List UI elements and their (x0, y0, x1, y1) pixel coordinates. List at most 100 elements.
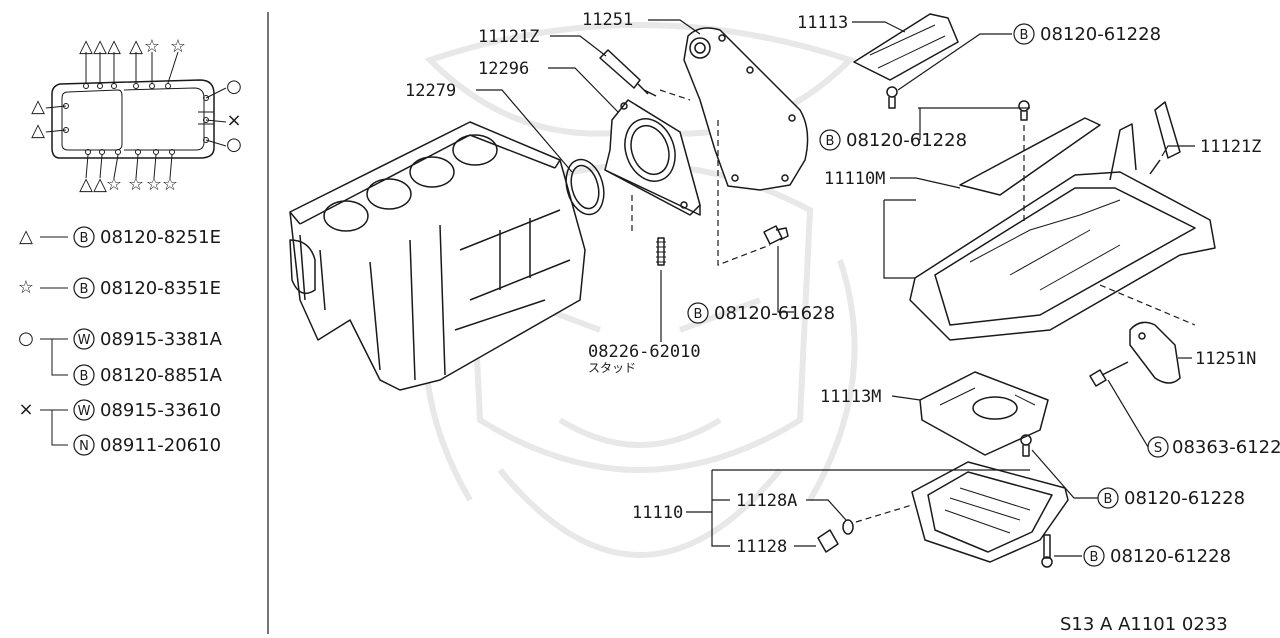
bolt-hole (133, 83, 139, 89)
prefix-letter: N (79, 439, 89, 454)
bolt-08120-61628-drawing (763, 225, 789, 245)
legend-cross-symbol: × (18, 399, 33, 420)
callout-s-6122g: S 08363-6122G (1147, 436, 1280, 458)
bolt-08120-61228-low1-drawing (1020, 434, 1032, 457)
seal-retainer-12296-drawing (604, 99, 701, 216)
callout-b-61228-mid: B 08120-61228 (819, 129, 967, 151)
bolt-hole (165, 83, 171, 89)
bolt-hole (149, 83, 155, 89)
label-12296: 12296 (478, 59, 529, 79)
callout-b-61628: B 08120-61628 (687, 302, 835, 324)
label-11128a: 11128A (736, 491, 797, 511)
prefix-circle (73, 399, 95, 421)
star-symbol: ☆ (106, 174, 122, 195)
label-stud-note: スタッド (588, 361, 636, 375)
legend-circle-symbol: ○ (18, 328, 34, 349)
symbol-leader (99, 154, 103, 179)
bolt-hole (85, 149, 91, 155)
label-11110: 11110 (632, 503, 683, 523)
part-code: 08120-8251E (100, 227, 221, 248)
sealant-tube-11121z-drawing (599, 49, 657, 97)
legend-entry: B 08120-8851A (73, 364, 223, 386)
bolt-hole (99, 149, 105, 155)
code-08120-61228-low1: 08120-61228 (1124, 488, 1245, 509)
drain-plug-11128-drawing (817, 519, 854, 553)
cross-symbol: × (226, 110, 241, 131)
triangle-symbol: △ (93, 174, 107, 195)
prefix-letter: W (78, 333, 91, 348)
symbol-leader (85, 154, 89, 179)
label-11113m: 11113M (820, 387, 881, 407)
triangle-symbol: △ (107, 36, 121, 57)
bolt-hole (203, 137, 209, 143)
triangle-symbol: △ (79, 36, 93, 57)
prefix-letter: B (80, 369, 89, 384)
symbol-leader (153, 154, 157, 179)
label-11110m: 11110M (824, 169, 885, 189)
prefix-circle (73, 364, 95, 386)
oil-seal-12279-drawing (565, 158, 605, 216)
label-12279: 12279 (405, 81, 456, 101)
label-11128: 11128 (736, 537, 787, 557)
callout-b-61228-top: B 08120-61228 (1013, 23, 1161, 45)
legend-leader (40, 409, 68, 446)
legend-leader (40, 338, 68, 376)
prefix-circle (73, 434, 95, 456)
leader-lines (476, 19, 1195, 557)
prefix-b: B (1090, 550, 1099, 565)
prefix-circle (73, 226, 95, 248)
gasket-schematic: △△△△☆☆ △△☆☆☆☆ △△○×○ (31, 36, 242, 195)
triangle-symbol: △ (31, 120, 45, 141)
bolt-hole (203, 95, 209, 101)
bolt-hole (115, 149, 121, 155)
callout-b-61228-low2: B 08120-61228 (1083, 545, 1231, 567)
prefix-b: B (826, 134, 835, 149)
label-11251: 11251 (582, 10, 633, 30)
footer-diagram-code: S13 A A1101 0233 (1060, 614, 1228, 635)
code-08363-6122g: 08363-6122G (1172, 437, 1280, 458)
prefix-b: B (694, 307, 703, 322)
stud-08226-62010-drawing (656, 237, 666, 266)
bolt-hole (169, 149, 175, 155)
star-symbol: ☆ (144, 36, 160, 57)
bolt-hole (135, 149, 141, 155)
code-08120-61228-low2: 08120-61228 (1110, 546, 1231, 567)
label-11251n: 11251N (1195, 349, 1256, 369)
symbol-leader (169, 154, 173, 179)
part-code: 08120-8851A (100, 365, 223, 386)
symbol-leader (45, 105, 67, 109)
label-11121z-top: 11121Z (478, 27, 539, 47)
cylinder-block-drawing (289, 121, 586, 391)
baffle-plate-11113-drawing (853, 13, 959, 109)
circle-symbol: ○ (226, 134, 242, 155)
sealant-tube-11121z-right-drawing (1149, 101, 1181, 175)
star-symbol: ☆ (128, 174, 144, 195)
prefix-b: B (1020, 28, 1029, 43)
symbol-leader (113, 154, 119, 179)
prefix-letter: W (78, 404, 91, 419)
triangle-symbol: △ (79, 174, 93, 195)
oil-pan-upper-11110m-drawing (909, 100, 1216, 341)
code-08120-61228-mid: 08120-61228 (846, 130, 967, 151)
label-11121z-right: 11121Z (1200, 137, 1261, 157)
callout-b-61228-low1: B 08120-61228 (1097, 487, 1245, 509)
prefix-circle (73, 277, 95, 299)
triangle-symbol: △ (93, 36, 107, 57)
symbol-leader (135, 154, 139, 179)
cover-11251n-drawing (1129, 321, 1181, 384)
star-symbol: ☆ (170, 36, 186, 57)
legend-star-symbol: ☆ (18, 277, 34, 298)
bolt-hole (153, 149, 159, 155)
symbol-leader (205, 139, 227, 147)
bolt-hole (83, 83, 89, 89)
rear-plate-11251-drawing (683, 27, 809, 191)
label-11113: 11113 (797, 13, 848, 33)
label-stud-08226-62010: 08226-62010 (588, 342, 701, 362)
symbol-leader (205, 119, 227, 123)
